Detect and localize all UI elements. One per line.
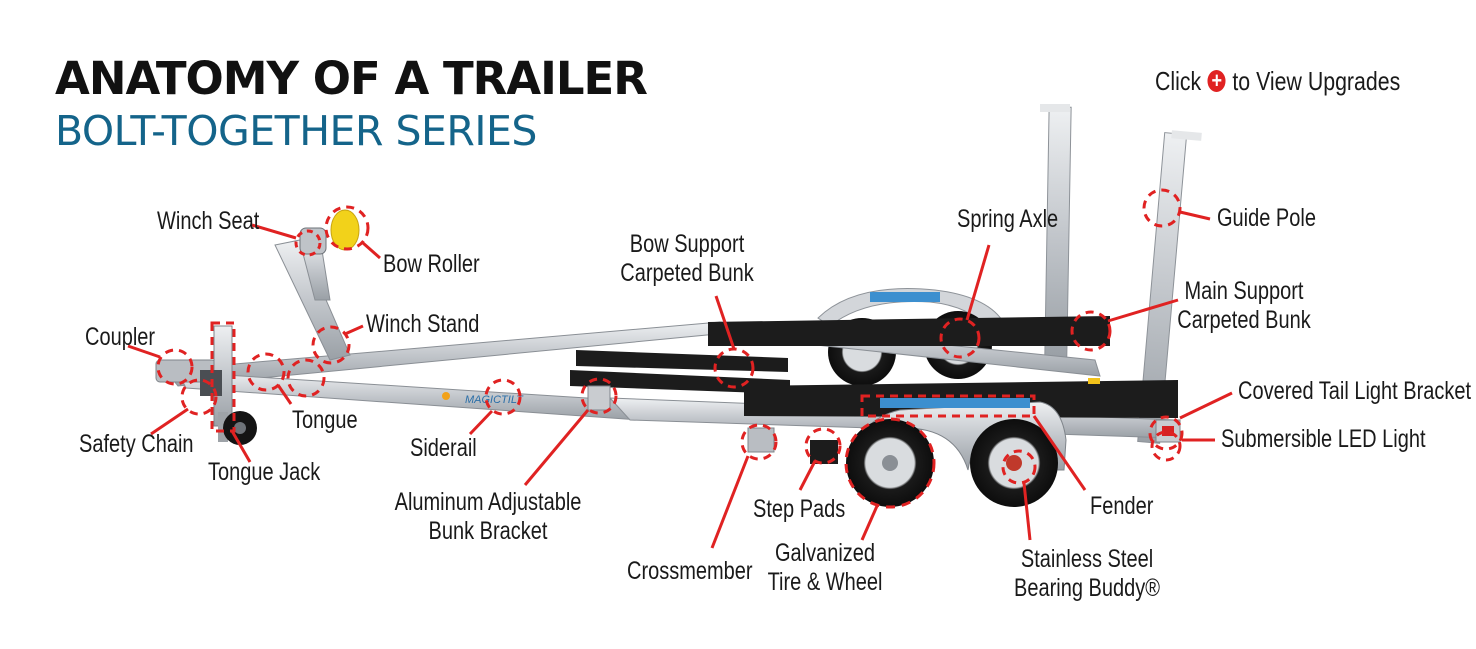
callout-led-light[interactable]: [1150, 430, 1215, 462]
label-fender: Fender: [1090, 492, 1154, 520]
callout-tire-wheel[interactable]: [844, 417, 936, 541]
callout-coupler[interactable]: [127, 344, 194, 386]
guide-poles: [1040, 104, 1202, 444]
page-title: ANATOMY OF A TRAILER: [55, 52, 648, 105]
page-subtitle: BOLT-TOGETHER SERIES: [55, 107, 537, 155]
label-tongue: Tongue: [292, 406, 358, 434]
label-bearing-buddy-line2: Bearing Buddy®: [1014, 574, 1160, 602]
label-siderail: Siderail: [410, 434, 477, 462]
label-guide-pole: Guide Pole: [1217, 204, 1316, 232]
label-main-support-line1: Main Support: [1184, 277, 1304, 305]
svg-text:MAGICTILT: MAGICTILT: [465, 394, 524, 406]
label-led-light: Submersible LED Light: [1221, 425, 1426, 453]
callout-bunk-bracket[interactable]: [523, 377, 618, 486]
label-safety-chain: Safety Chain: [79, 430, 194, 458]
callout-winch-stand[interactable]: [311, 324, 364, 365]
callout-fender[interactable]: [860, 394, 1087, 491]
label-tire-wheel: Galvanized Tire & Wheel: [745, 539, 905, 597]
label-bearing-buddy: Stainless Steel Bearing Buddy®: [1007, 545, 1167, 603]
callout-bow-support[interactable]: [713, 295, 755, 389]
label-coupler: Coupler: [85, 323, 156, 351]
callout-guide-pole[interactable]: [1142, 188, 1211, 228]
label-step-pads: Step Pads: [753, 495, 846, 523]
upgrades-hint: Click + to View Upgrades: [1155, 68, 1400, 94]
tail-light: [1155, 419, 1181, 443]
label-tire-wheel-line1: Galvanized: [774, 539, 876, 567]
fender-and-wheels: [846, 398, 1067, 507]
label-bow-support-line1: Bow Support: [629, 230, 745, 258]
label-bow-support: Bow Support Carpeted Bunk: [607, 230, 767, 288]
callout-tongue-jack[interactable]: [210, 321, 252, 463]
label-winch-stand: Winch Stand: [366, 310, 480, 338]
label-tail-light-bracket: Covered Tail Light Bracket: [1238, 377, 1472, 405]
label-winch-seat: Winch Seat: [157, 207, 260, 235]
callout-tongue[interactable]: [246, 352, 326, 405]
label-bow-roller: Bow Roller: [383, 250, 480, 278]
callout-main-support[interactable]: [1070, 298, 1179, 352]
label-bow-support-line2: Carpeted Bunk: [620, 259, 754, 287]
callout-bearing-buddy[interactable]: [1001, 449, 1037, 541]
label-tire-wheel-line2: Tire & Wheel: [767, 568, 883, 596]
label-bunk-bracket: Aluminum Adjustable Bunk Bracket: [388, 488, 588, 546]
hint-text-before: Click: [1155, 66, 1202, 96]
step-pads: [747, 427, 838, 464]
plus-circle-icon: +: [1207, 70, 1226, 92]
callout-spring-axle[interactable]: [939, 244, 991, 359]
label-main-support-line2: Carpeted Bunk: [1177, 306, 1311, 334]
hint-text-after: to View Upgrades: [1232, 66, 1401, 96]
callout-siderail[interactable]: [468, 378, 522, 436]
label-bearing-buddy-line1: Stainless Steel: [1020, 545, 1154, 573]
label-main-support: Main Support Carpeted Bunk: [1164, 277, 1324, 335]
label-crossmember: Crossmember: [627, 557, 753, 585]
callout-crossmember[interactable]: [710, 423, 778, 549]
callout-winch-seat[interactable]: [251, 223, 322, 257]
callout-safety-chain[interactable]: [150, 378, 218, 436]
label-bunk-bracket-line1: Aluminum Adjustable: [394, 488, 582, 516]
callout-bow-roller[interactable]: [324, 205, 381, 260]
callout-step-pads[interactable]: [798, 427, 842, 491]
label-tongue-jack: Tongue Jack: [208, 458, 321, 486]
label-bunk-bracket-line2: Bunk Bracket: [428, 517, 548, 545]
callout-tail-light-bracket[interactable]: [1148, 391, 1233, 451]
label-spring-axle: Spring Axle: [957, 205, 1059, 233]
